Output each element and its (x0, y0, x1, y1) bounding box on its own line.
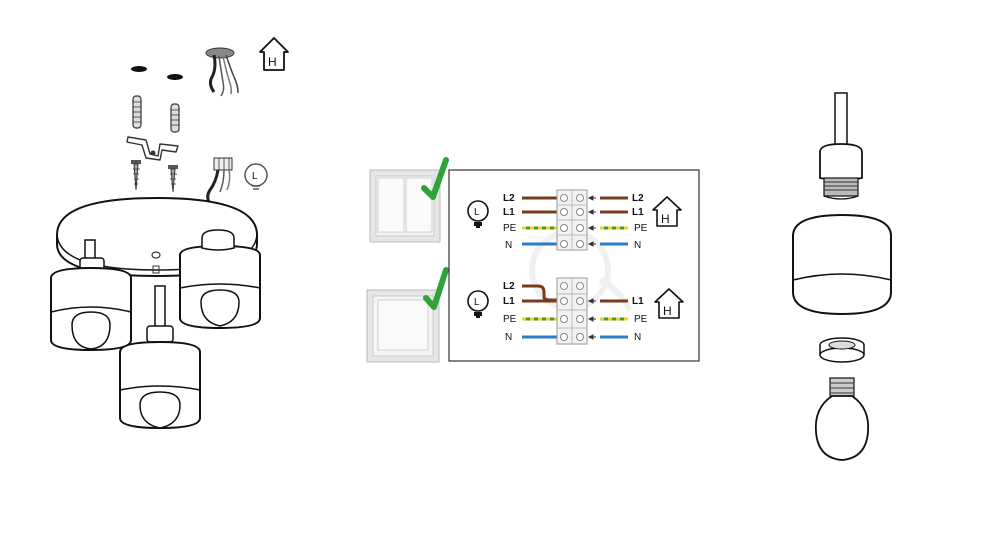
wire-label-left: L1 (503, 207, 515, 218)
drill-hole-left (131, 66, 147, 72)
terminal-cable-icon (206, 157, 233, 203)
wire-label-right: L1 (632, 207, 644, 218)
lamp-icon-letter: L (474, 297, 480, 308)
wire-label-left: L2 (503, 281, 515, 292)
wall-plug-icon (132, 95, 142, 129)
check-mark-icon (423, 267, 449, 310)
house-icon-letter: H (663, 304, 672, 318)
wire-label-right: N (634, 240, 641, 251)
terminal-block (556, 277, 588, 345)
ring-nut (819, 337, 865, 363)
bulb-assembly-view (792, 92, 892, 461)
double-switch-icon (369, 169, 441, 243)
lamp-icon: L (467, 200, 489, 228)
house-icon-letter: H (268, 55, 277, 69)
lamp-socket (819, 143, 863, 200)
check-mark-icon (421, 157, 449, 200)
light-bulb-icon (814, 377, 870, 461)
single-switch-icon (366, 289, 440, 363)
house-icon-letter: H (661, 212, 670, 226)
lamp-shade-center (119, 325, 201, 430)
wire-label-left: L2 (503, 193, 515, 204)
connection-arrows (587, 195, 596, 247)
wire-label-left: L1 (503, 296, 515, 307)
mounting-view: H (50, 37, 289, 430)
house-icon: H (654, 288, 684, 319)
terminal-block (556, 189, 588, 251)
wire-label-left: PE (503, 223, 517, 234)
drill-hole-right (167, 74, 183, 80)
wire-label-right: N (634, 332, 641, 343)
wire-label-left: N (505, 240, 512, 251)
lamp-shade-left (50, 257, 132, 352)
ceiling-cable-icon (205, 47, 239, 97)
lamp-icon-letter: L (474, 207, 480, 218)
wire-label-right: PE (634, 314, 648, 325)
wire-label-left: PE (503, 314, 517, 325)
wiring-view: L L2 L1 PE N (366, 157, 700, 363)
lamp-icon-letter: L (252, 171, 258, 182)
wire-label-left: N (505, 332, 512, 343)
wire-label-right: L2 (632, 193, 644, 204)
wire-label-right: L1 (632, 296, 644, 307)
connection-arrows (587, 298, 596, 340)
wall-plug-icon (170, 103, 180, 133)
lamp-icon: L (467, 290, 489, 318)
lamp-icon: L (244, 163, 268, 190)
wire-label-right: PE (634, 223, 648, 234)
lamp-rod (834, 92, 848, 146)
lamp-shade (792, 213, 892, 316)
screw-icon (131, 160, 141, 191)
house-icon: H (259, 37, 289, 71)
house-icon: H (652, 196, 682, 227)
screw-icon (168, 165, 178, 193)
lamp-shade-right (179, 229, 261, 330)
mounting-bracket-icon (126, 136, 179, 161)
